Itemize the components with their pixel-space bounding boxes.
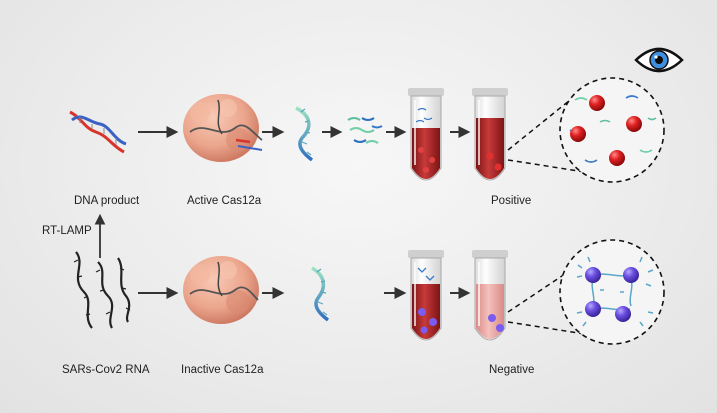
test-tube-negative-2 <box>472 250 508 341</box>
label-positive: Positive <box>491 195 532 207</box>
label-negative: Negative <box>489 364 535 376</box>
zoom-line-top-lower <box>507 159 586 173</box>
label-rt-lamp: RT-LAMP <box>42 225 92 237</box>
test-tube-positive-2 <box>472 88 508 181</box>
eye-icon <box>634 47 684 73</box>
label-active-cas12a: Active Cas12a <box>187 195 262 207</box>
ssdna-reporter-icon <box>295 106 314 162</box>
label-sars-rna: SARs-Cov2 RNA <box>62 364 150 376</box>
positive-zoom-circle <box>559 77 665 183</box>
intact-reporter-icon <box>311 266 330 322</box>
label-dna-product: DNA product <box>74 195 140 207</box>
negative-zoom-circle <box>559 239 665 345</box>
test-tube-negative-1 <box>408 250 444 341</box>
inactive-cas12a-protein <box>183 256 259 324</box>
sars-rna-strands-icon <box>73 251 131 329</box>
label-inactive-cas12a: Inactive Cas12a <box>181 364 264 376</box>
zoom-line-bottom-lower <box>507 321 586 335</box>
cleaved-fragments-icon <box>347 117 383 144</box>
zoom-line-top-upper <box>507 91 581 151</box>
dna-helix-icon <box>69 110 127 154</box>
active-cas12a-protein <box>183 94 263 162</box>
test-tube-positive-1 <box>408 88 444 181</box>
